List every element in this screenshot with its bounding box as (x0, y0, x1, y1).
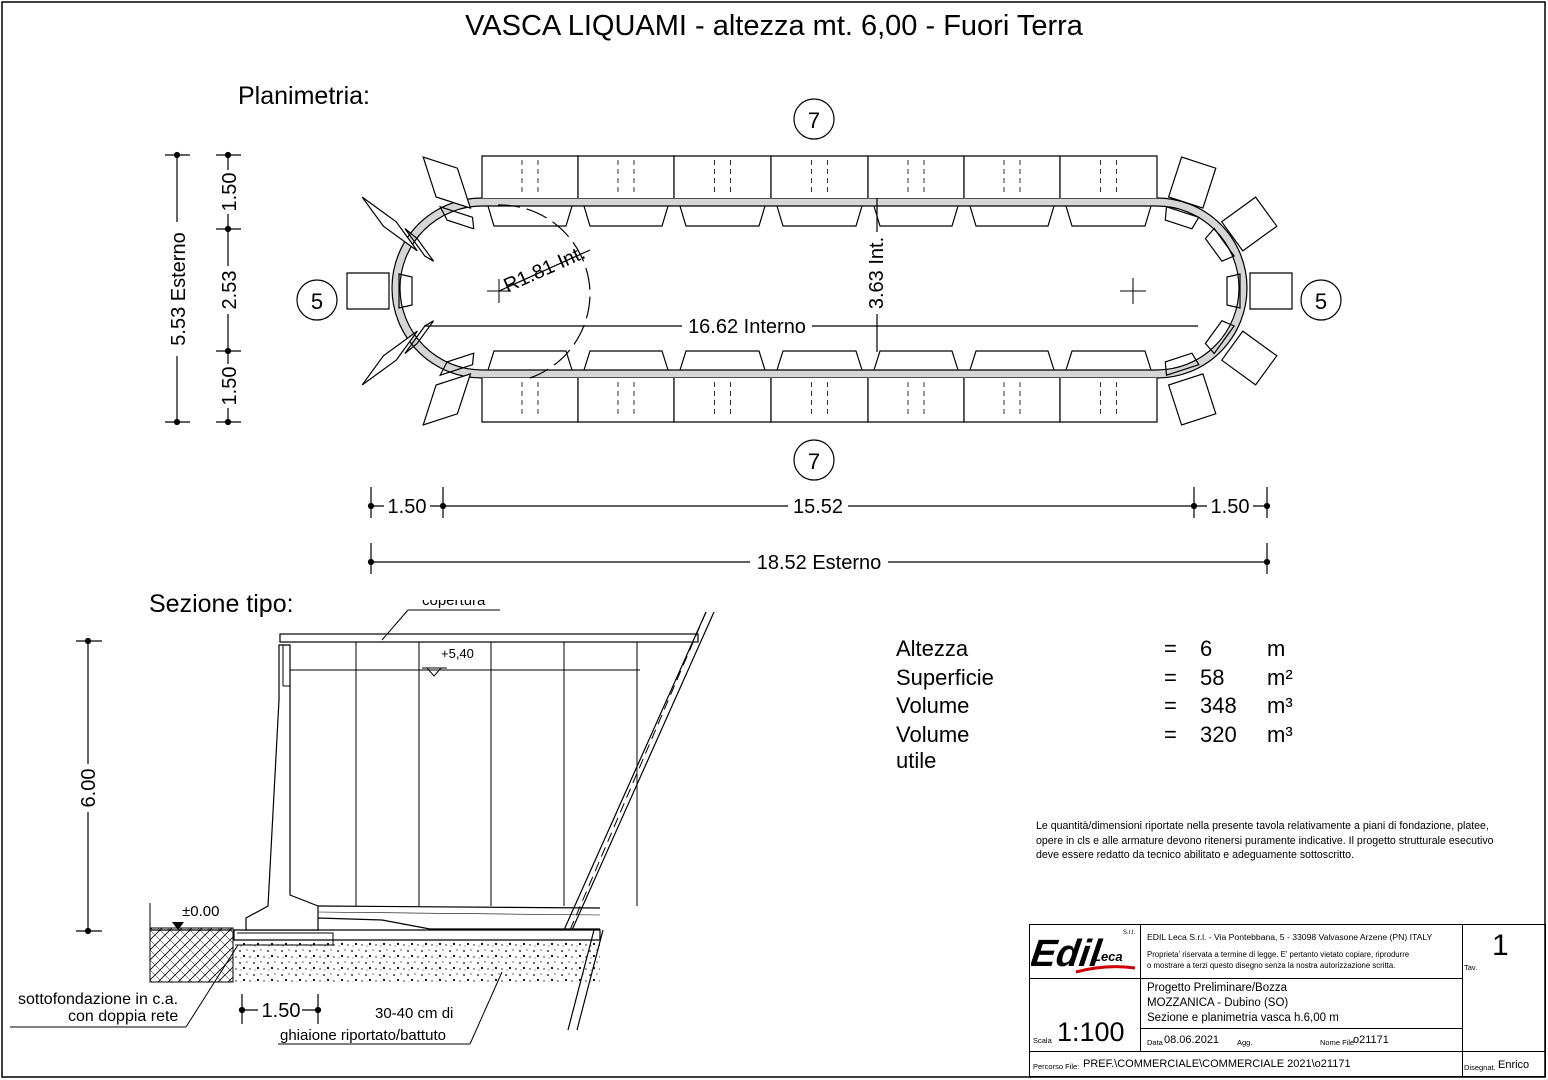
ref-marker-right-label: 5 (1315, 289, 1327, 314)
spec-equals: = (1164, 721, 1177, 747)
spec-equals: = (1164, 664, 1177, 690)
ref-marker-left: 5 (296, 279, 338, 321)
plan-dim-bottom-total-label: 18.52 Esterno (757, 552, 882, 574)
spec-value: 58 (1200, 664, 1225, 690)
project-line-3: Sezione e planimetria vasca h.6,00 m (1147, 1012, 1339, 1024)
ref-marker-top-label: 7 (808, 108, 820, 133)
agg-label: Agg. (1237, 1038, 1253, 1047)
section-height-label: 6.00 (78, 769, 100, 808)
spec-label: Volume utile (896, 721, 970, 773)
gravel-label-line2: ghiaione riportato/battuto (280, 1027, 446, 1044)
spec-label: Superficie (896, 664, 994, 690)
spec-equals: = (1164, 693, 1177, 718)
gravel-label-line1: 30-40 cm di (375, 1005, 453, 1022)
company-address: EDIL Leca S.r.l. - Via Pontebbana, 5 - 3… (1147, 932, 1433, 942)
sheet-number-label: Tav. (1464, 963, 1478, 972)
ref-marker-left-label: 5 (311, 289, 323, 314)
file-name-value: o21171 (1353, 1034, 1389, 1046)
plan-dim-left-total-label: 5.53 Esterno (168, 232, 190, 345)
section-top-level: +5,40 (441, 646, 474, 661)
spec-value: 320 (1200, 721, 1237, 747)
scale-label: Scala (1033, 1036, 1052, 1045)
plan-inner-width-label: 3.63 Int. (866, 237, 888, 309)
drawing-title: VASCA LIQUAMI - altezza mt. 6,00 - Fuori… (465, 10, 1083, 42)
spec-unit: m² (1267, 664, 1293, 690)
plan-dim-bottom-right-label: 1.50 (1211, 496, 1250, 518)
plan-dim-bottom-left-label: 1.50 (388, 496, 427, 518)
plan-view-label: Planimetria: (238, 82, 370, 110)
date-label: Data (1147, 1038, 1163, 1047)
sheet-number: 1 (1492, 929, 1509, 962)
rights-line-1: Proprieta' riservata a termine di legge.… (1147, 950, 1410, 959)
spec-value: 348 (1200, 693, 1237, 718)
spec-unit: m³ (1267, 721, 1293, 747)
project-line-1: Progetto Preliminare/Bozza (1147, 982, 1287, 994)
project-line-2: MOZZANICA - Dubino (SO) (1147, 997, 1289, 1009)
spec-unit: m³ (1267, 693, 1293, 718)
svg-text:Leca: Leca (1093, 949, 1123, 964)
date-value: 08.06.2021 (1164, 1034, 1220, 1046)
scale-value: 1:100 (1057, 1017, 1125, 1047)
plan-inner-length-label: 16.62 Interno (688, 316, 806, 338)
plan-dim-left-bottom-label: 1.50 (219, 367, 241, 406)
section-view: 6.00 ±0.00 (10, 600, 715, 1045)
plan-dim-left-mid-label: 2.53 (219, 271, 241, 310)
ref-marker-right: 5 (1300, 279, 1342, 321)
spec-unit: m (1267, 636, 1286, 661)
drawn-by-label: Disegnat. (1464, 1063, 1496, 1072)
file-name-label: Nome File (1320, 1038, 1355, 1047)
spec-label: Volume (896, 693, 970, 718)
section-ground-level: ±0.00 (182, 903, 219, 920)
spec-label: Altezza (896, 636, 969, 661)
plan-dim-bottom-mid-label: 15.52 (793, 496, 843, 518)
plan-dim-left-top-label: 1.50 (219, 173, 241, 212)
ref-marker-bottom: 7 (793, 439, 835, 481)
disclaimer-note: Le quantità/dimensioni riportate nella p… (1036, 820, 1494, 861)
svg-text:S.r.l.: S.r.l. (1123, 930, 1135, 936)
ref-marker-top: 7 (793, 98, 835, 140)
plan-view: 7 7 5 5 5.53 Esterno (165, 98, 1342, 574)
foundation-label-line2: con doppia rete (68, 1008, 178, 1025)
rights-line-2: o mostrare a terzi questo disegno senza … (1147, 961, 1396, 970)
section-base-dim-label: 1.50 (262, 1000, 301, 1022)
company-logo: Edil Leca S.r.l. (1031, 930, 1135, 975)
drawn-by-value: Enrico (1498, 1059, 1530, 1071)
spec-value: 6 (1200, 636, 1213, 661)
section-cover-label: copertura (422, 600, 486, 609)
spec-equals: = (1164, 636, 1177, 661)
path-label: Percorso File: (1033, 1062, 1080, 1071)
section-view-label: Sezione tipo: (149, 590, 294, 618)
foundation-label-line1: sottofondazione in c.a. (18, 991, 178, 1008)
ref-marker-bottom-label: 7 (808, 449, 820, 474)
path-value: PREF.\COMMERCIALE\COMMERCIALE 2021\o2117… (1083, 1058, 1351, 1070)
title-block: Edil Leca S.r.l. EDIL Leca S.r.l. - Via … (1029, 924, 1546, 1077)
